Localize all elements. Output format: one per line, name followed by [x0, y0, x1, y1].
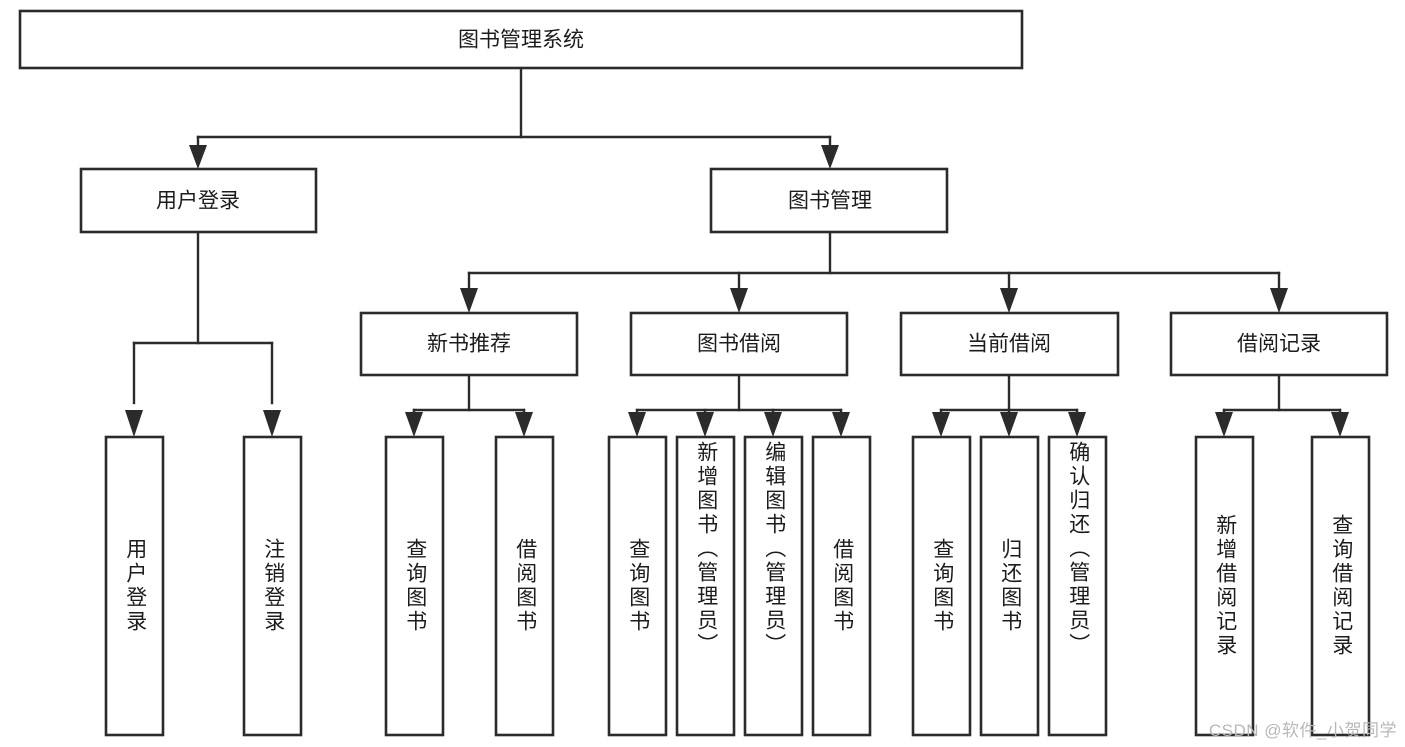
node-borrow-record[interactable]: 借阅记录 [1169, 311, 1389, 377]
node-current-borrow[interactable]: 当前借阅 [899, 311, 1120, 377]
arrow-to-new-book-recommend [460, 288, 478, 313]
arrow-to-leaf-br-2 [1331, 412, 1349, 437]
node-current-borrow-box[interactable] [899, 311, 1120, 377]
node-root-label: 图书管理系统 [458, 29, 584, 52]
arrow-to-leaf-bb-4 [832, 412, 850, 437]
node-book-borrow-box[interactable] [629, 311, 849, 377]
watermark-text: CSDN @软件_小贺同学 [1208, 721, 1397, 740]
leaf-box-br-add-record[interactable] [1194, 435, 1255, 737]
arrow-to-leaf-nb-1 [405, 412, 423, 437]
leaf-box-layer [104, 435, 1371, 737]
leaf-box-bb-add-book[interactable] [675, 435, 736, 737]
node-new-book-recommend-label: 新书推荐 [427, 333, 511, 356]
leaf-box-cb-confirm-return[interactable] [1047, 435, 1108, 737]
node-new-book-recommend[interactable]: 新书推荐 [359, 311, 579, 377]
node-user-login-box[interactable] [79, 167, 318, 234]
arrow-to-leaf-br-1 [1215, 412, 1233, 437]
leaf-box-br-query-record[interactable] [1310, 435, 1371, 737]
node-book-borrow[interactable]: 图书借阅 [629, 311, 849, 377]
arrow-to-leaf-cb-1 [932, 412, 950, 437]
arrow-to-leaf-nb-2 [515, 412, 533, 437]
node-book-management-label: 图书管理 [788, 190, 872, 213]
leaf-box-logout[interactable] [242, 435, 303, 737]
node-user-login[interactable]: 用户登录 [79, 167, 318, 234]
leaf-box-bb-query-book[interactable] [607, 435, 668, 737]
node-book-management-box[interactable] [709, 167, 949, 234]
node-current-borrow-label: 当前借阅 [967, 333, 1051, 356]
connector-layer [125, 66, 1349, 437]
node-root-box[interactable] [18, 9, 1024, 70]
leaf-box-cb-query-book[interactable] [911, 435, 972, 737]
node-book-management[interactable]: 图书管理 [709, 167, 949, 234]
arrow-to-leaf-bb-3 [764, 412, 782, 437]
arrow-to-book-borrow [730, 288, 748, 313]
leaf-box-bb-edit-book[interactable] [743, 435, 804, 737]
arrow-to-leaf-logout [263, 410, 281, 437]
leaf-box-nb-borrow-book[interactable] [494, 435, 555, 737]
node-borrow-record-box[interactable] [1169, 311, 1389, 377]
leaf-box-user-login[interactable] [104, 435, 165, 737]
leaf-box-cb-return-book[interactable] [979, 435, 1040, 737]
node-borrow-record-label: 借阅记录 [1237, 333, 1321, 356]
arrow-to-leaf-cb-2 [1000, 412, 1018, 437]
node-root[interactable]: 图书管理系统 [18, 9, 1024, 70]
arrow-to-leaf-user-login [125, 410, 143, 437]
node-new-book-recommend-box[interactable] [359, 311, 579, 377]
node-user-login-label: 用户登录 [156, 190, 240, 213]
node-book-borrow-label: 图书借阅 [697, 333, 781, 356]
arrow-to-user-login [189, 145, 207, 169]
leaf-box-bb-borrow-book[interactable] [811, 435, 872, 737]
arrow-to-current-borrow [1000, 288, 1018, 313]
arrow-to-leaf-cb-3 [1068, 412, 1086, 437]
arrow-to-borrow-record [1270, 288, 1288, 313]
leaf-box-nb-query-book[interactable] [384, 435, 445, 737]
arrow-to-leaf-bb-1 [628, 412, 646, 437]
arrow-to-leaf-bb-2 [696, 412, 714, 437]
arrow-to-book-mgmt [821, 145, 839, 169]
